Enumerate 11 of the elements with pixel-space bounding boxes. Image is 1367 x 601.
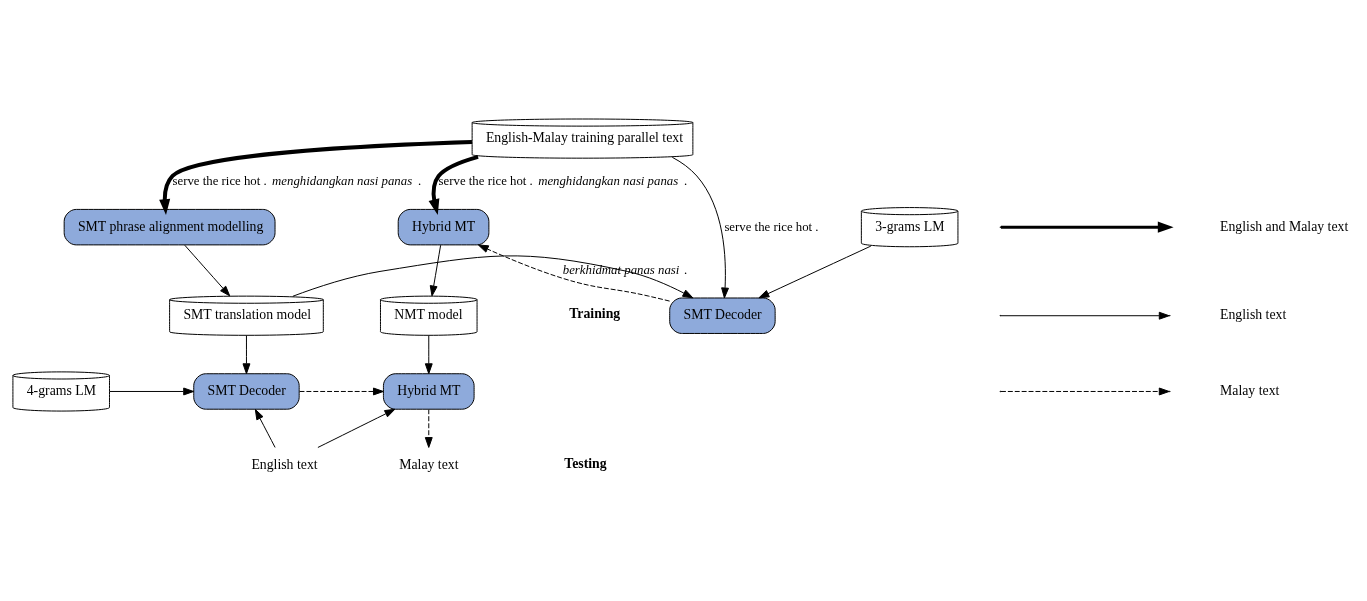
edge-label: berkhidmat panas nasi . (562, 262, 688, 277)
edge-label: serve the rice hot . menghidangkan nasi panas . (172, 173, 422, 188)
label: Training (569, 305, 621, 321)
edge-label: serve the rice hot . menghidangkan nasi panas . (438, 173, 688, 188)
legend-label: English and Malay text (1220, 218, 1349, 234)
label: Testing (564, 455, 607, 471)
legend-label: English text (1220, 306, 1287, 322)
node-text: Malay text (399, 456, 459, 472)
legend-label: Malay text (1220, 382, 1280, 398)
edge-label: serve the rice hot . (724, 219, 819, 233)
node-text: English text (251, 456, 318, 472)
